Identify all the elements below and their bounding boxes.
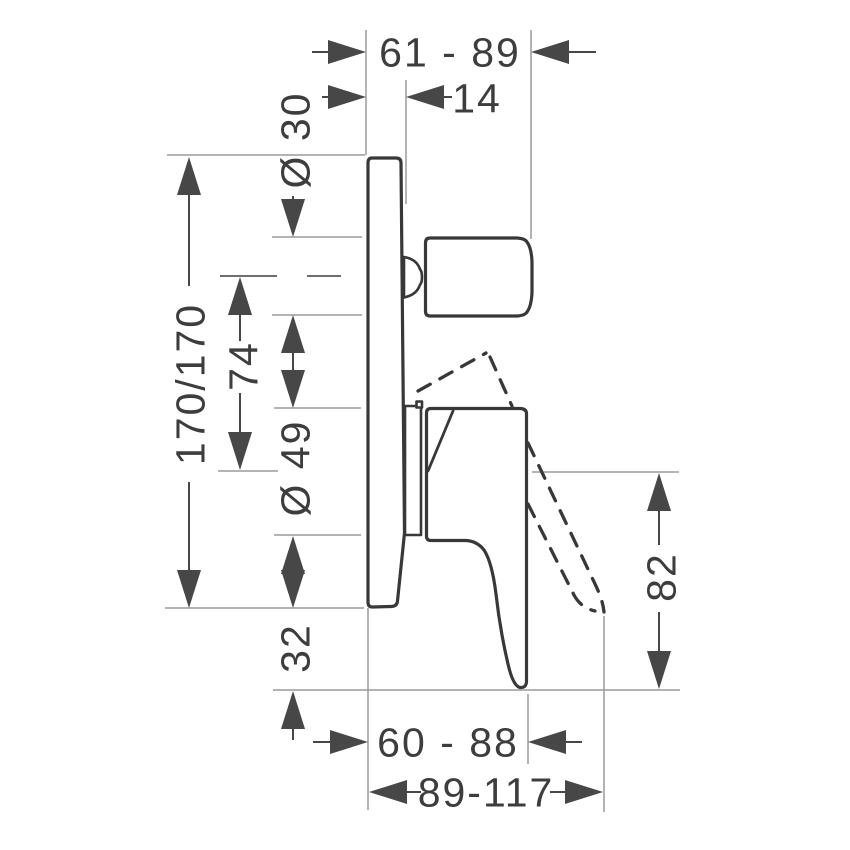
arrowhead: [647, 651, 671, 689]
dim-label-center-to-spout: 74: [220, 341, 266, 391]
dim-label-handle-diameter: Ø 30: [272, 92, 318, 189]
lever-spout: [424, 406, 529, 690]
dim-label-sleeve-diameter: Ø 49: [272, 420, 318, 517]
dim-depth-front-max: 89-117: [369, 769, 603, 815]
lever-alt-front-edge: [488, 355, 514, 408]
dim-label-depth-front-min: 60 - 88: [377, 719, 519, 765]
dim-plate-thickness: 14: [322, 75, 502, 121]
dim-lever-drop: 82: [638, 473, 684, 689]
arrowhead: [177, 570, 201, 608]
dim-sleeve-diameter: Ø 49: [272, 370, 318, 605]
dim-label-plate-to-lever-tip: 32: [272, 623, 318, 673]
fixture: [366, 156, 534, 690]
handle-knob: [423, 236, 534, 318]
arrowhead: [531, 40, 569, 64]
dim-label-depth-front-max: 89-117: [418, 769, 555, 815]
sleeve-tab: [415, 400, 424, 409]
dim-center-to-spout: 74: [220, 277, 266, 470]
arrowhead: [177, 157, 201, 195]
arrowhead: [281, 570, 305, 608]
dim-label-height: 170/170: [167, 303, 213, 465]
dim-height: 170/170: [167, 157, 213, 608]
extension-lines: [165, 30, 680, 812]
arrowhead: [228, 432, 252, 470]
arrowhead: [328, 85, 366, 109]
dim-width-top: 61 - 89: [312, 29, 596, 75]
lever-alt-top-edge: [416, 351, 488, 393]
lever-alt-underside: [526, 502, 597, 613]
dim-label-plate-thickness: 14: [452, 75, 502, 121]
dim-plate-to-lever-tip: 32: [272, 570, 318, 740]
arrowhead: [528, 730, 566, 754]
dim-label-lever-drop: 82: [638, 552, 684, 602]
arrowhead: [647, 473, 671, 511]
arrowhead: [281, 315, 305, 353]
dim-handle-diameter: Ø 30: [272, 92, 318, 405]
arrowhead: [281, 199, 305, 237]
arrowhead: [330, 730, 368, 754]
dim-depth-front-min: 60 - 88: [313, 719, 582, 765]
valve-sleeve: [403, 404, 423, 537]
lever-alt-position: [416, 351, 606, 614]
arrowhead: [228, 277, 252, 315]
lever-alt-front-edge-lower: [526, 441, 606, 614]
arrowhead: [328, 40, 366, 64]
handle-stem: [402, 255, 424, 299]
lever-contour-line: [426, 409, 455, 473]
arrowhead: [281, 370, 305, 408]
arrowhead: [406, 85, 444, 109]
arrowhead: [565, 780, 603, 804]
arrowhead: [369, 780, 407, 804]
wall-plate: [366, 156, 407, 609]
dim-label-width-top: 61 - 89: [379, 29, 521, 75]
